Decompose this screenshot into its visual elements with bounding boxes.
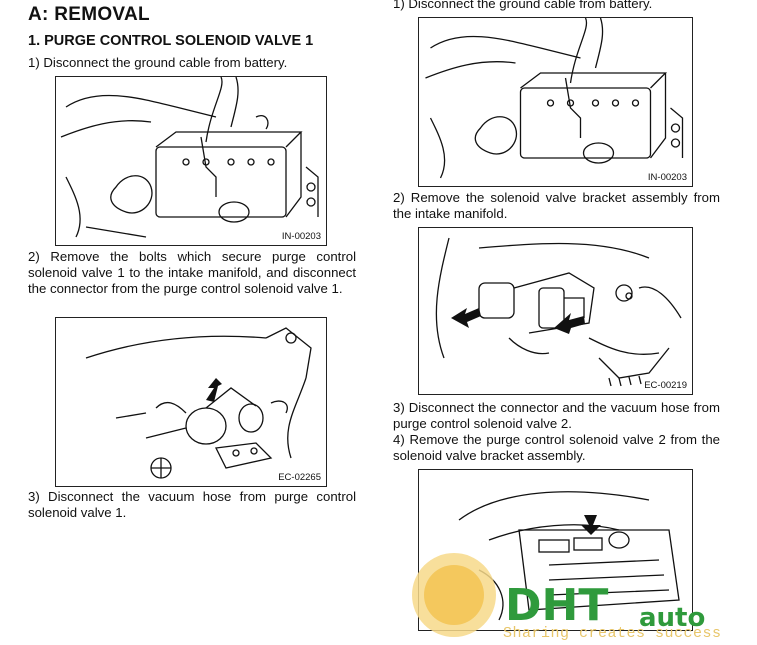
arrow-icon [451, 308, 481, 328]
figure-id: EC-02265 [277, 472, 322, 483]
figure-id: EC-00219 [643, 380, 688, 391]
battery-illustration [60, 77, 319, 238]
arrow-icon [206, 378, 222, 402]
left-step-2: 2) Remove the bolts which secure purge c… [28, 249, 356, 296]
figure-id: IN-00203 [646, 172, 688, 183]
figure-id: IN-00203 [280, 231, 322, 242]
right-step-2: 2) Remove the solenoid valve bracket ass… [393, 190, 720, 221]
solenoid-valve-1-figure: EC-02265 [55, 317, 327, 487]
arrow-icon [581, 515, 601, 535]
bracket-assembly-illustration [435, 237, 682, 387]
battery-figure-left: IN-00203 [55, 76, 327, 246]
left-step-3: 3) Disconnect the vacuum hose from purge… [28, 489, 356, 520]
solenoid-valve-2-figure [418, 469, 693, 631]
right-step-1: 1) Disconnect the ground cable from batt… [393, 0, 653, 11]
bracket-assembly-figure: EC-00219 [418, 227, 693, 395]
solenoid-valve-2-illustration [458, 491, 680, 621]
left-step-1: 1) Disconnect the ground cable from batt… [28, 55, 288, 70]
battery-figure-right: IN-00203 [418, 17, 693, 187]
solenoid-valve-1-illustration [85, 327, 312, 479]
subsection-title: 1. PURGE CONTROL SOLENOID VALVE 1 [28, 33, 314, 49]
section-title: A: REMOVAL [28, 4, 150, 25]
battery-illustration [425, 18, 684, 179]
right-step-3: 3) Disconnect the connector and the vacu… [393, 400, 720, 431]
right-step-4: 4) Remove the purge control solenoid val… [393, 432, 720, 463]
arrow-icon [554, 313, 585, 334]
